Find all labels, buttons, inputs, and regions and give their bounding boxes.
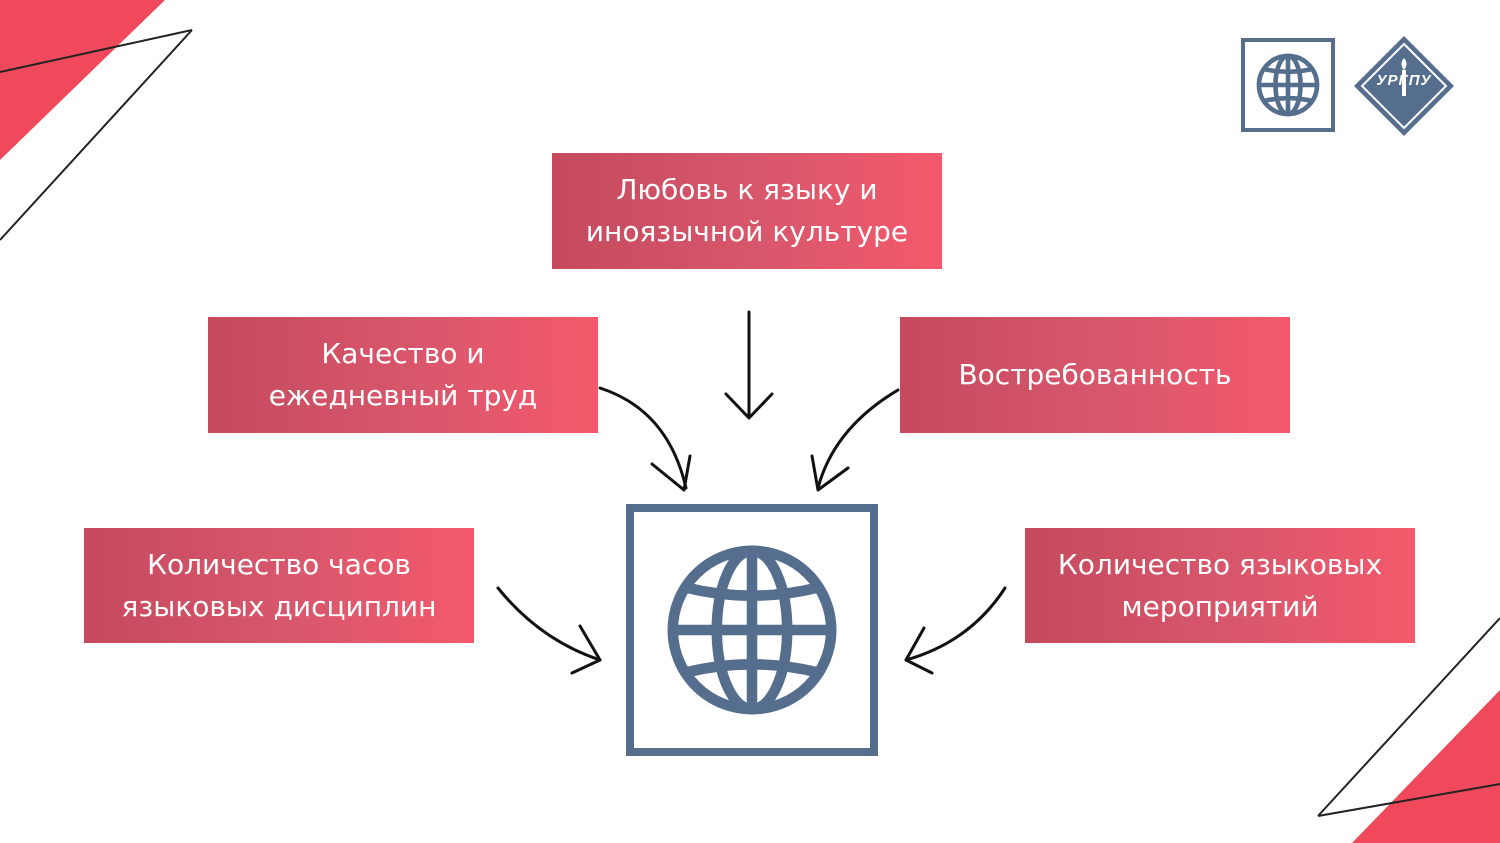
globe-icon [667,545,837,715]
logo-globe-box [1241,38,1335,132]
factor-label-hours: Количество часов языковых дисциплин [121,547,437,623]
factor-box-events: Количество языковых мероприятий [1025,528,1415,643]
uspu-logo-text: УРГПУ [1376,72,1432,89]
factor-label-quality: Качество и ежедневный труд [268,337,538,412]
factor-box-demand: Востребованность [900,317,1290,433]
factor-label-demand: Востребованность [958,358,1232,391]
bottom-right-line-a [1317,617,1500,817]
bottom-right-line-b [1317,783,1500,817]
center-globe-frame [626,504,878,756]
arrow-top [724,310,774,420]
arrows [496,310,1007,675]
factor-label-love: Любовь к языку и иноязычной культуре [585,173,909,248]
factor-box-hours: Количество часов языковых дисциплин [84,528,474,643]
bottom-right-triangle [1352,690,1500,843]
factor-box-love: Любовь к языку и иноязычной культуре [552,153,942,269]
arrow-demand [810,388,900,492]
arrow-hours [496,586,602,675]
factor-label-events: Количество языковых мероприятий [1057,547,1383,623]
arrow-events [904,586,1007,675]
uspu-logo: УРГПУ [1352,34,1456,138]
top-left-line-b [0,29,193,241]
top-left-line-a [0,29,193,73]
top-left-triangle [0,0,165,160]
arrow-quality [598,386,692,492]
factor-box-quality: Качество и ежедневный труд [208,317,598,433]
globe-icon [1256,53,1320,117]
diamond-emblem-icon [1354,36,1454,136]
